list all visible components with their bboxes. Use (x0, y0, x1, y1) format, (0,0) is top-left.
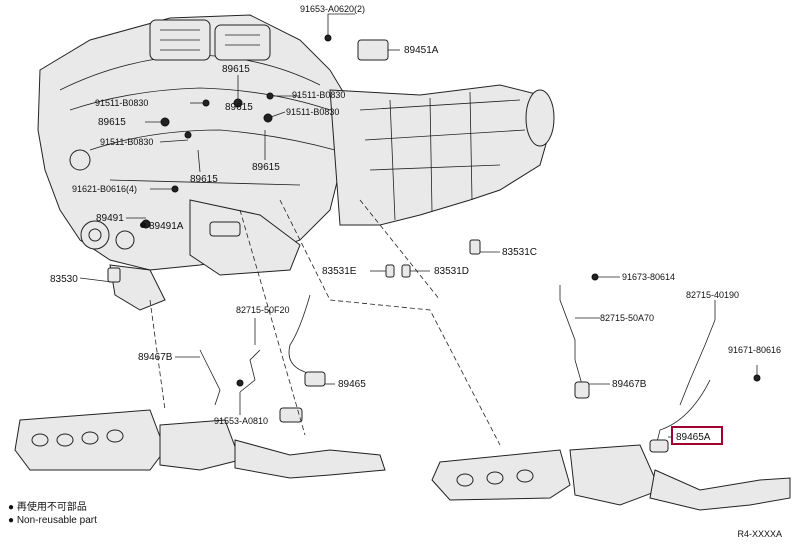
callout-91671-80616: 91671-80616 (728, 345, 781, 355)
callout-89491a: 89491A (149, 221, 184, 232)
callout-91621-b0616: 91621-B0616(4) (72, 184, 137, 194)
diagram-code: R4-XXXXA (737, 529, 782, 539)
right-exhaust-assembly (431, 444, 791, 511)
callout-82715-40190: 82715-40190 (686, 290, 739, 300)
callout-83531d: 83531D (434, 266, 469, 277)
legend: ● 再使用不可部品 ● Non-reusable part (8, 501, 97, 527)
legend-row-2: ● Non-reusable part (8, 515, 97, 526)
left-exhaust-assembly (14, 409, 386, 479)
callout-89615-mid: 89615 (225, 102, 253, 113)
callout-82715-50f20: 82715-50F20 (236, 305, 290, 315)
callout-89491: 89491 (96, 213, 124, 224)
callout-89467b-right: 89467B (612, 379, 647, 390)
callout-91511-b0830-b: 91511-B0830 (95, 98, 148, 108)
sensor-parts (107, 34, 761, 453)
callout-89615-left: 89615 (98, 117, 126, 128)
callout-91511-b0830-d: 91511-B0830 (100, 137, 153, 147)
callout-89615-right: 89615 (252, 162, 280, 173)
callout-labels: 91653-A0620(2) 89451A 89615 91511-B0830 … (50, 4, 781, 445)
callout-82715-50a70: 82715-50A70 (600, 313, 654, 323)
callout-91511-b0830-a: 91511-B0830 (292, 90, 345, 100)
legend-text-en: Non-reusable part (16, 515, 97, 526)
callout-83531c: 83531C (502, 247, 537, 258)
callout-89465a: 89465A (676, 432, 711, 443)
legend-row-1: ● 再使用不可部品 (8, 502, 87, 513)
callout-89451a: 89451A (404, 45, 439, 56)
callout-83531e: 83531E (322, 266, 357, 277)
engine-assembly (37, 14, 351, 311)
highlight-box (671, 426, 723, 445)
transmission-assembly (329, 84, 555, 226)
callout-91673-80614: 91673-80614 (622, 272, 675, 282)
leader-lines (79, 13, 758, 446)
callout-89615-top: 89615 (222, 64, 250, 75)
callout-91511-b0830-c: 91511-B0830 (286, 107, 339, 117)
callout-89465: 89465 (338, 379, 366, 390)
callout-89615-lower: 89615 (190, 174, 218, 185)
callout-89467b-left: 89467B (138, 352, 173, 363)
legend-text-jp: 再使用不可部品 (16, 502, 87, 513)
callout-91653-a0620: 91653-A0620(2) (300, 4, 365, 14)
callout-91553-a0810: 91553-A0810 (214, 416, 268, 426)
non-reusable-marker (140, 222, 146, 228)
callout-83530: 83530 (50, 274, 78, 285)
